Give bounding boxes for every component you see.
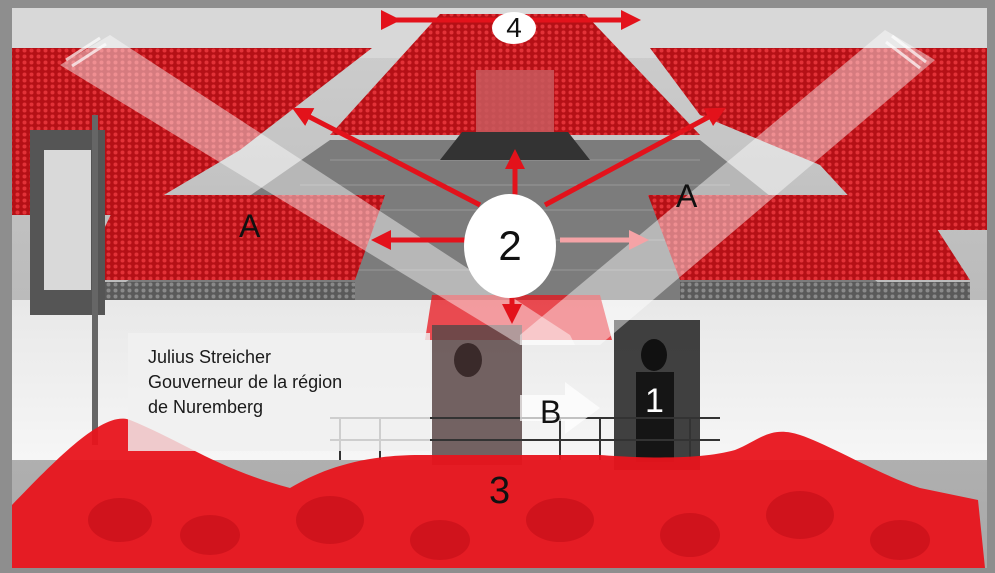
label-4-badge: 4 (492, 12, 536, 44)
label-2-badge: 2 (464, 194, 556, 298)
caption-line-title: Gouverneur de la région (148, 370, 430, 395)
label-a-left: A (239, 210, 260, 242)
banner-inner (44, 150, 91, 290)
speaker-head (641, 339, 667, 371)
flag-pole (92, 115, 98, 445)
label-4: 4 (506, 12, 522, 44)
caption-box: Julius Streicher Gouverneur de la région… (128, 333, 430, 451)
label-b: B (540, 396, 561, 428)
caption-line-name: Julius Streicher (148, 345, 430, 370)
podium-steps (440, 132, 590, 160)
label-3: 3 (489, 472, 510, 510)
caption-line-region: de Nuremberg (148, 395, 430, 420)
label-2: 2 (498, 222, 521, 270)
streicher-figure (432, 325, 522, 465)
streicher-head (454, 343, 482, 377)
label-a-right: A (676, 180, 697, 212)
label-1: 1 (645, 384, 664, 418)
podium (476, 70, 554, 132)
